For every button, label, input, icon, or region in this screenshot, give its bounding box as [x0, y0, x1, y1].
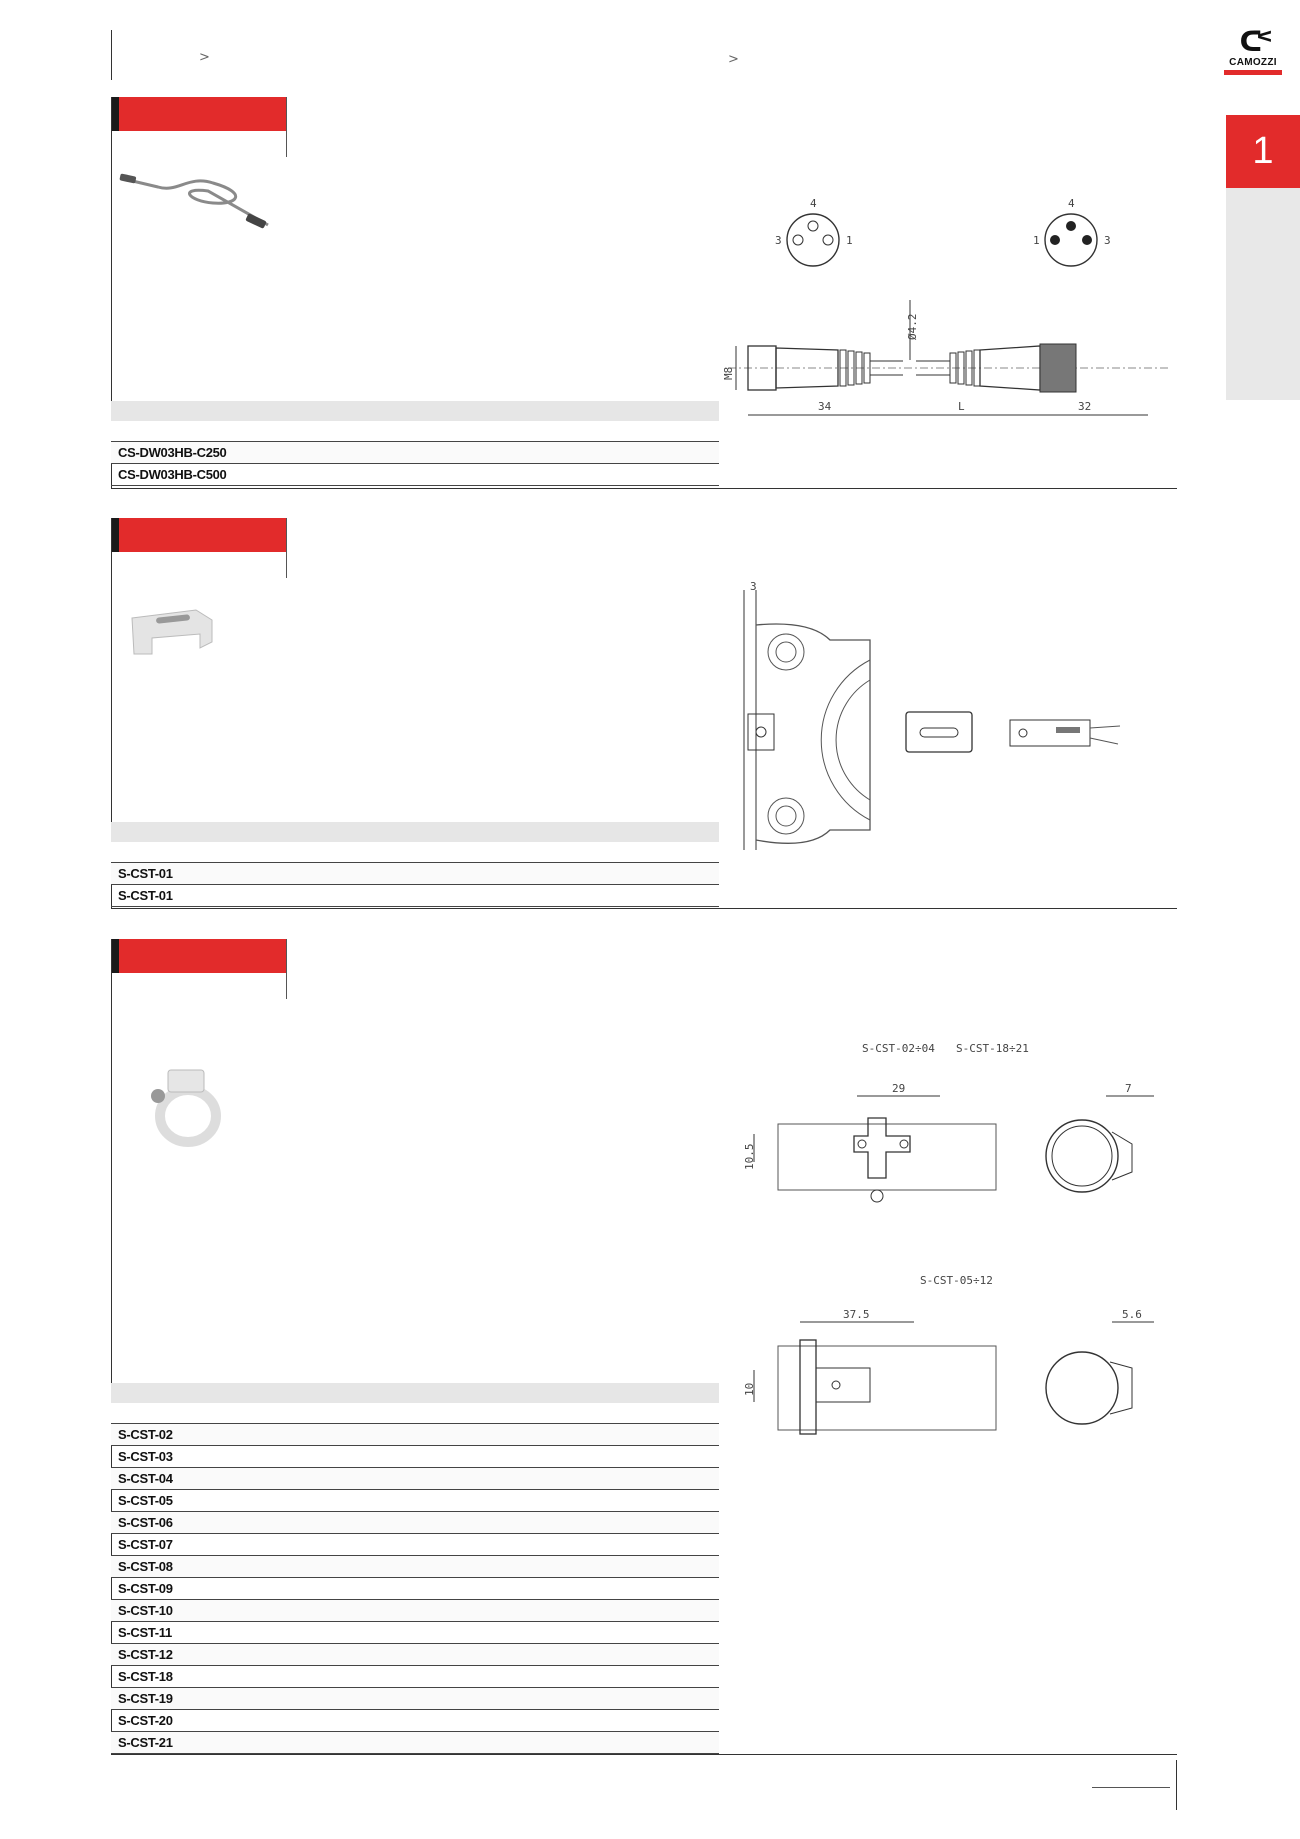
pin-label: 3 — [1104, 234, 1111, 247]
table-header — [111, 401, 719, 421]
dim-right-label: 32 — [1078, 400, 1091, 413]
table-row[interactable]: S-CST-09 — [111, 1578, 719, 1600]
section-3-header-marker — [111, 939, 119, 973]
table-header — [111, 1383, 719, 1403]
section-2-header — [111, 518, 287, 552]
camozzi-logo: ᑕᑉ CAMOZZI — [1224, 28, 1282, 75]
drawing-title: S-CST-02÷04 — [862, 1042, 935, 1055]
footer-vertical-rule — [1176, 1760, 1177, 1810]
table-row[interactable]: S-CST-06 — [111, 1512, 719, 1534]
dim-side-label: 7 — [1125, 1082, 1132, 1095]
table-row[interactable]: S-CST-03 — [111, 1446, 719, 1468]
drawing-title: S-CST-05÷12 — [920, 1274, 993, 1287]
table-row[interactable]: CS-DW03HB-C500 — [111, 464, 719, 486]
breadcrumb-separator-1: > — [199, 50, 210, 65]
pin-label: 3 — [775, 234, 782, 247]
section-1-header-rule — [286, 97, 287, 157]
section-2-left-rule — [111, 518, 112, 909]
section-3-header — [111, 939, 287, 973]
pin-label: 4 — [1068, 197, 1075, 210]
section-2-header-marker — [111, 518, 119, 552]
dim-middle-label: L — [958, 400, 965, 413]
section-2-bottom-rule — [111, 908, 1177, 909]
table-row[interactable]: S-CST-02 — [111, 1424, 719, 1446]
section-3-bottom-rule — [111, 1754, 1177, 1755]
dim-width-label: 37.5 — [843, 1308, 870, 1321]
breadcrumb-separator-2: > — [728, 52, 739, 67]
table-row[interactable]: S-CST-20 — [111, 1710, 719, 1732]
section-1-bottom-rule — [111, 488, 1177, 489]
cable-photo — [119, 173, 269, 229]
pin-label: 1 — [846, 234, 853, 247]
section-2-table: S-CST-01 S-CST-01 — [111, 822, 719, 907]
dim-height-label: 10 — [743, 1383, 756, 1396]
dim-width-label: 29 — [892, 1082, 905, 1095]
dim-left-label: 34 — [818, 400, 832, 413]
drawing-title: S-CST-18÷21 — [956, 1042, 1029, 1055]
table-row[interactable]: S-CST-08 — [111, 1556, 719, 1578]
dim-top-label: 3 — [750, 580, 757, 593]
table-row[interactable]: S-CST-12 — [111, 1644, 719, 1666]
table-subheader — [111, 1403, 719, 1424]
section-3-header-rule — [286, 939, 287, 999]
table-row[interactable]: S-CST-07 — [111, 1534, 719, 1556]
section-1-table: CS-DW03HB-C250 CS-DW03HB-C500 — [111, 401, 719, 486]
table-row[interactable]: S-CST-18 — [111, 1666, 719, 1688]
table-header — [111, 822, 719, 842]
dim-diameter-label: Ø4.2 — [906, 314, 919, 341]
table-subheader — [111, 842, 719, 863]
table-row[interactable]: S-CST-19 — [111, 1688, 719, 1710]
bracket-drawing: 3 — [743, 580, 1121, 850]
chapter-tab-rail — [1226, 188, 1300, 400]
section-2-header-rule — [286, 518, 287, 578]
section-1-left-rule — [111, 97, 112, 489]
section-3-table: S-CST-02 S-CST-03 S-CST-04 S-CST-05 S-CS… — [111, 1383, 719, 1754]
pin-label: 1 — [1033, 234, 1040, 247]
table-row[interactable]: S-CST-01 — [111, 863, 719, 885]
table-row[interactable]: S-CST-11 — [111, 1622, 719, 1644]
table-row[interactable]: S-CST-10 — [111, 1600, 719, 1622]
footer-rule — [1092, 1787, 1170, 1788]
section-3-left-rule — [111, 939, 112, 1755]
connector-drawing: 4 3 1 4 1 3 M8 Ø4.2 34 L 32 — [722, 197, 1168, 416]
dim-side-label: 5.6 — [1122, 1308, 1142, 1321]
page-left-rule — [111, 30, 112, 80]
camozzi-logo-bar — [1224, 70, 1282, 75]
table-row[interactable]: S-CST-04 — [111, 1468, 719, 1490]
camozzi-logo-text: CAMOZZI — [1229, 57, 1277, 68]
camozzi-logo-mark: ᑕᑉ — [1239, 25, 1273, 58]
clamp-drawing: S-CST-02÷04 S-CST-18÷21 29 10.5 7 S-CST-… — [743, 1042, 1154, 1435]
chapter-tab[interactable]: 1 — [1226, 115, 1300, 188]
table-row[interactable]: CS-DW03HB-C250 — [111, 442, 719, 464]
dim-thread-label: M8 — [722, 367, 735, 380]
table-subheader — [111, 421, 719, 442]
table-row[interactable]: S-CST-21 — [111, 1732, 719, 1754]
bracket-photo — [131, 609, 213, 655]
pin-label: 4 — [810, 197, 817, 210]
table-row[interactable]: S-CST-01 — [111, 885, 719, 907]
section-1-header-marker — [111, 97, 119, 131]
dim-height-label: 10.5 — [743, 1144, 756, 1171]
table-row[interactable]: S-CST-05 — [111, 1490, 719, 1512]
section-1-header — [111, 97, 287, 131]
clamp-photo — [151, 1069, 221, 1147]
